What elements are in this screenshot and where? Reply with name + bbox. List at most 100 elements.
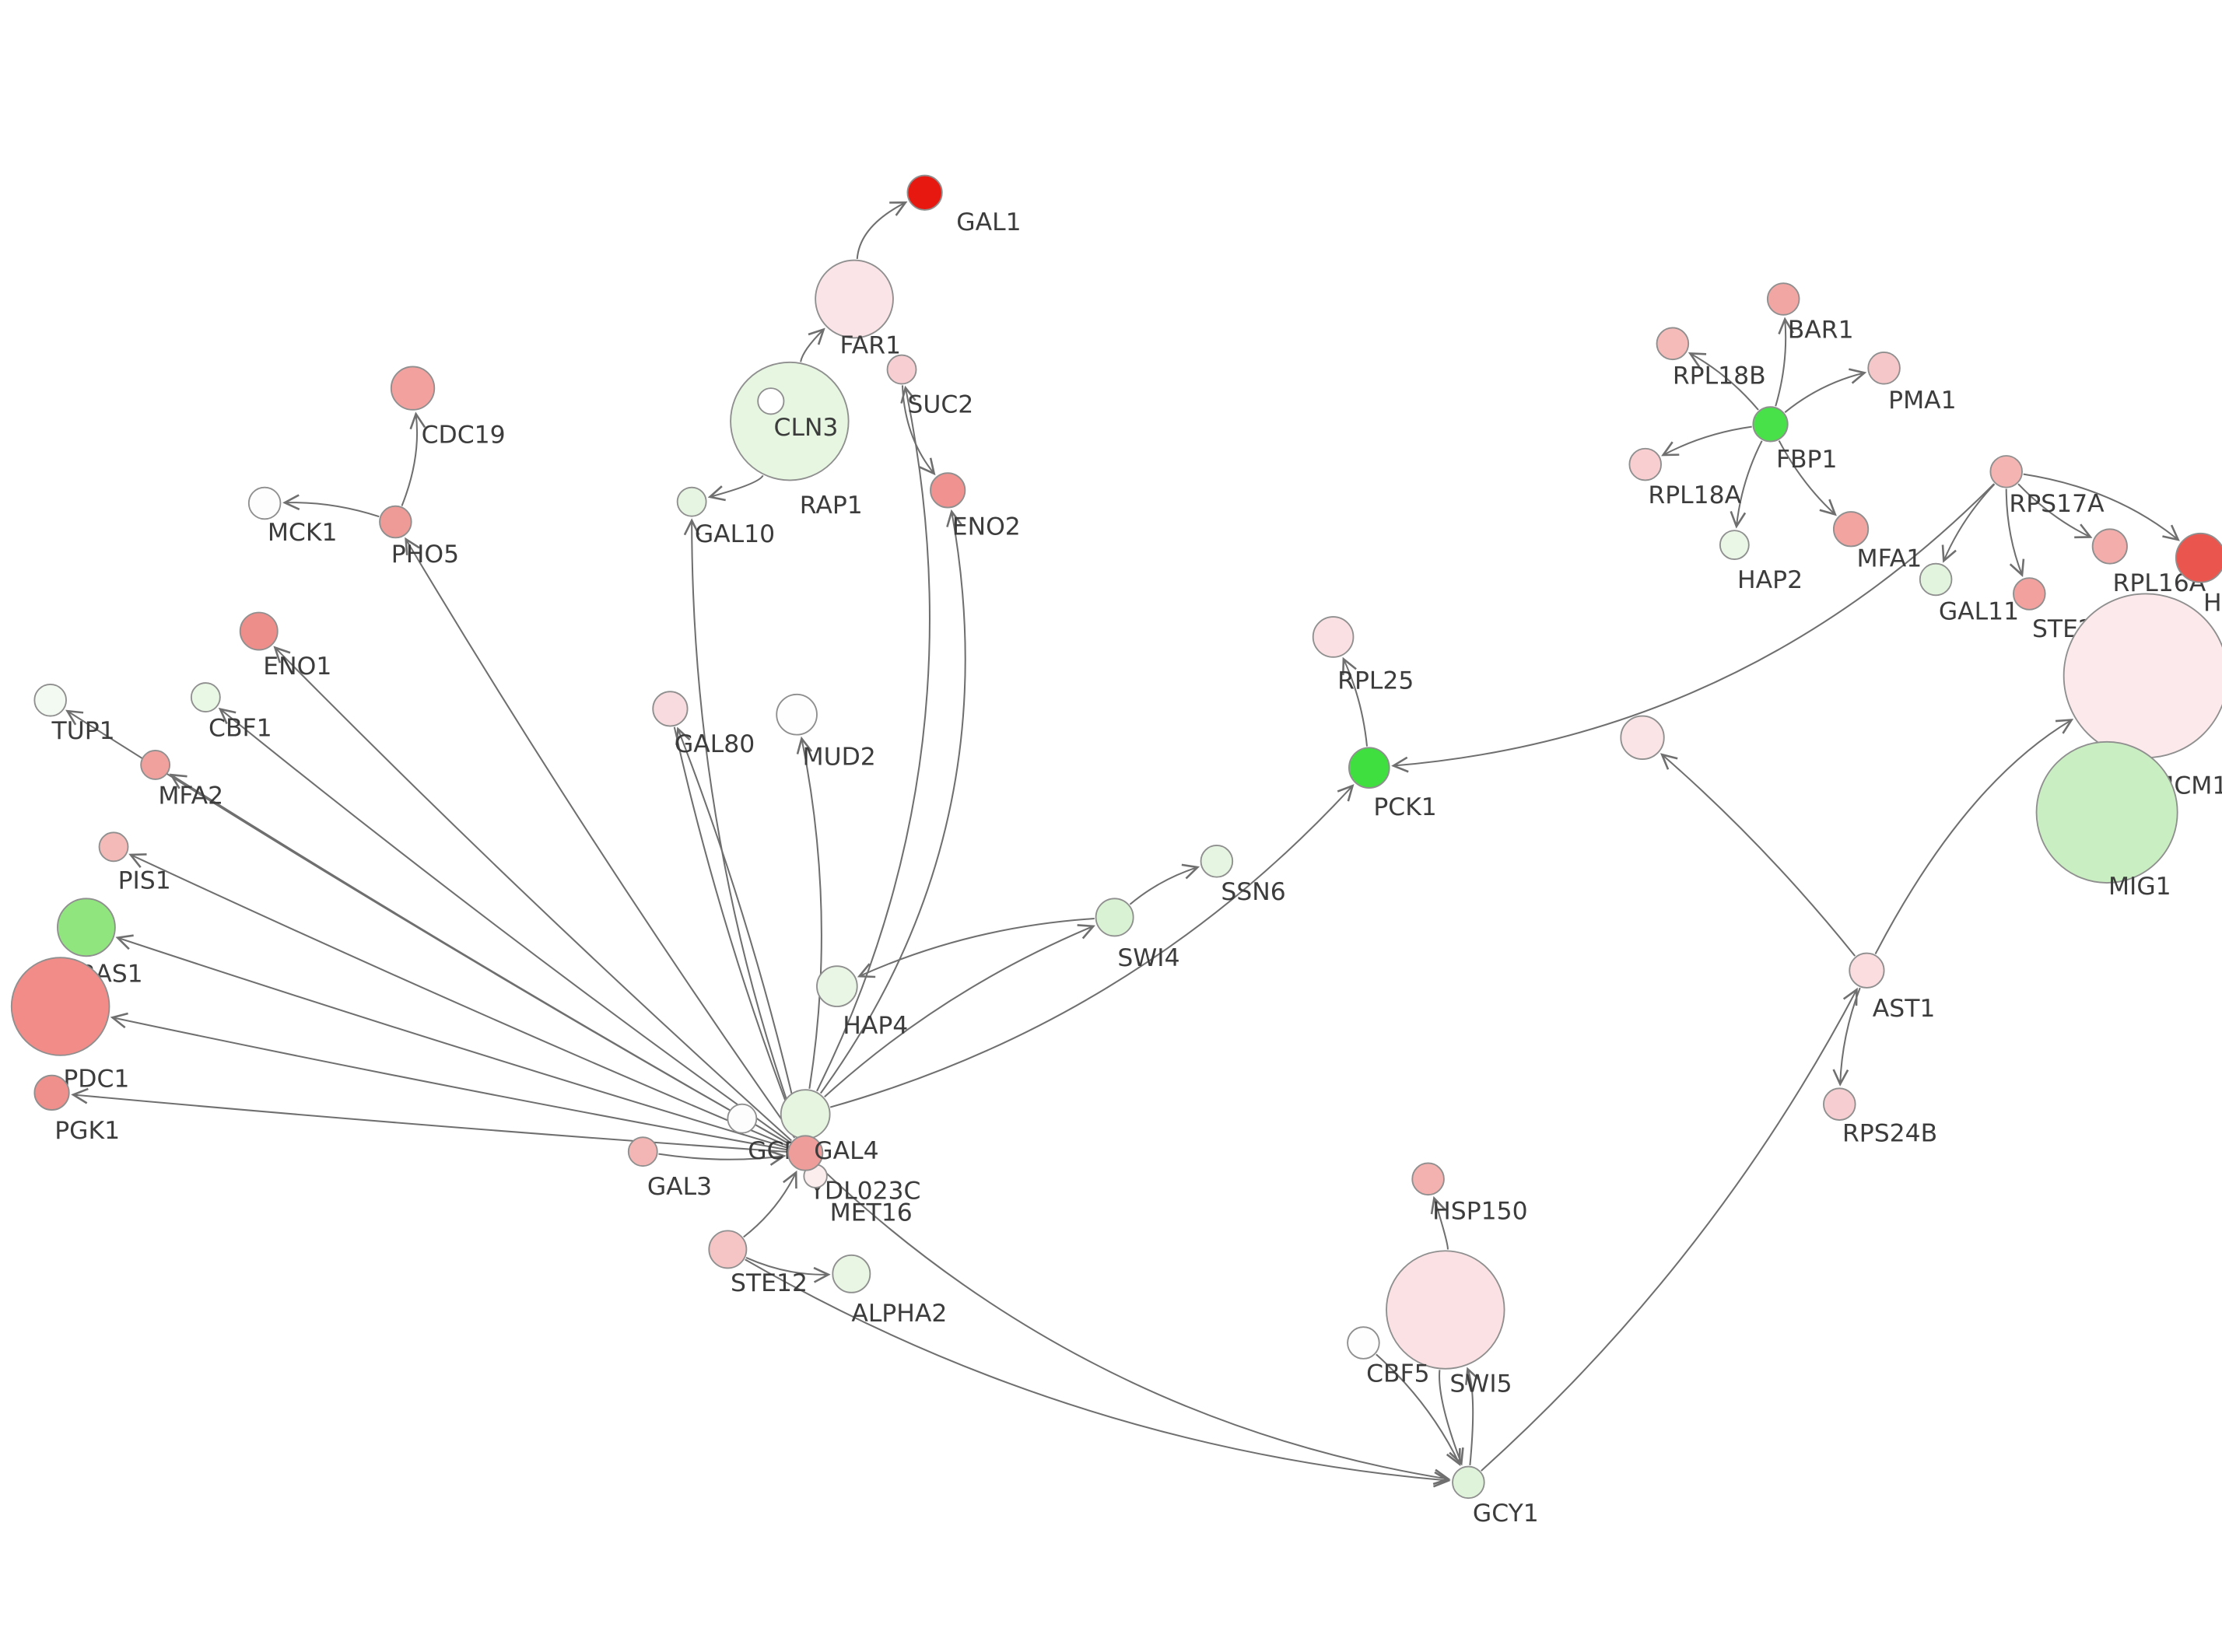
node-ast1[interactable]: AST1 bbox=[1849, 952, 1935, 1023]
edge-gcr1-mud2[interactable] bbox=[796, 736, 822, 1089]
edge-gal4-gal10[interactable] bbox=[683, 518, 801, 1136]
edge-rps17a-pck1[interactable] bbox=[1391, 483, 1995, 773]
node-circle-hap2[interactable] bbox=[1719, 530, 1750, 561]
node-eno2[interactable]: ENO2 bbox=[930, 472, 1021, 541]
node-circle-gal1[interactable] bbox=[906, 174, 943, 211]
edge-fbp1-mfa1[interactable] bbox=[1778, 440, 1837, 516]
node-gal10[interactable]: GAL10 bbox=[676, 486, 775, 548]
node-mck1[interactable]: MCK1 bbox=[247, 486, 338, 547]
edge-gal4-gcy1[interactable] bbox=[818, 1165, 1451, 1486]
node-circle-gal4[interactable] bbox=[787, 1135, 824, 1171]
node-rap1[interactable]: RAP1 bbox=[730, 361, 863, 520]
edge-ste12-alpha2[interactable] bbox=[745, 1257, 831, 1283]
node-circle-cbf1[interactable] bbox=[190, 682, 221, 712]
node-circle-mfa2[interactable] bbox=[140, 750, 171, 780]
node-circle-suc2[interactable] bbox=[886, 354, 917, 385]
edge-swi5-hsp150[interactable] bbox=[1430, 1195, 1449, 1250]
node-circle-ste12[interactable] bbox=[708, 1230, 748, 1269]
node-circle-gal10[interactable] bbox=[676, 486, 707, 517]
node-rpl18b[interactable]: RPL18B bbox=[1656, 327, 1766, 390]
node-eno1[interactable]: ENO1 bbox=[239, 611, 332, 681]
node-his4[interactable]: HIS4 bbox=[2175, 532, 2222, 618]
edge-rps17a-his4[interactable] bbox=[2023, 473, 2180, 541]
edge-gcr1-pck1[interactable] bbox=[829, 784, 1355, 1108]
edge-swi4-ssn6[interactable] bbox=[1129, 863, 1200, 905]
edge-gcy1-ast1[interactable] bbox=[1481, 987, 1858, 1472]
node-circle-mck1[interactable] bbox=[247, 486, 282, 520]
edge-gal80-gal4[interactable] bbox=[673, 726, 801, 1136]
node-alpha2[interactable]: ALPHA2 bbox=[832, 1254, 947, 1328]
edge-gal4-ras1[interactable] bbox=[115, 934, 788, 1149]
node-gal80[interactable]: GAL80 bbox=[652, 691, 755, 758]
node-circle-ast1[interactable] bbox=[1849, 952, 1885, 989]
node-circle-swi5[interactable] bbox=[1386, 1250, 1505, 1370]
node-circle-cdc19[interactable] bbox=[390, 366, 436, 411]
edge-rps17a-ste2[interactable] bbox=[2005, 488, 2025, 577]
edge-gal4-eno1[interactable] bbox=[273, 646, 792, 1142]
edge-pho5-cdc19[interactable] bbox=[401, 411, 426, 506]
edge-ast1-n1[interactable] bbox=[1659, 753, 1856, 957]
edge-gal4-pho5[interactable] bbox=[405, 537, 796, 1139]
node-circle-rps17a[interactable] bbox=[1989, 455, 2023, 488]
node-circle-gcr1[interactable] bbox=[780, 1089, 831, 1139]
node-circle-mud2[interactable] bbox=[776, 693, 818, 736]
node-gal4[interactable]: GAL4 bbox=[787, 1135, 879, 1171]
node-circle-bar1[interactable] bbox=[1766, 282, 1800, 316]
node-circle-alpha2[interactable] bbox=[832, 1254, 871, 1293]
node-circle-pis1[interactable] bbox=[98, 831, 129, 863]
node-circle-mig1[interactable] bbox=[2035, 740, 2178, 884]
node-bar1[interactable]: BAR1 bbox=[1766, 282, 1854, 344]
edge-fbp1-pma1[interactable] bbox=[1784, 368, 1867, 413]
node-circle-pdc1[interactable] bbox=[10, 957, 110, 1056]
node-gal11[interactable]: GAL11 bbox=[1919, 562, 2019, 626]
node-circle-ras1[interactable] bbox=[57, 898, 116, 957]
edge-gal4-cbf1[interactable] bbox=[218, 707, 791, 1143]
edge-gcr1-swi4[interactable] bbox=[824, 924, 1095, 1098]
node-cbf1[interactable]: CBF1 bbox=[190, 682, 272, 742]
node-hsp150[interactable]: HSP150 bbox=[1411, 1162, 1528, 1226]
node-circle-his4[interactable] bbox=[2175, 532, 2222, 583]
node-circle-tup1[interactable] bbox=[33, 683, 67, 717]
node-circle-mfa1[interactable] bbox=[1832, 511, 1870, 548]
node-rps24b[interactable]: RPS24B bbox=[1823, 1087, 1937, 1148]
edge-swi4-hap4[interactable] bbox=[857, 918, 1095, 978]
node-circle-gal11[interactable] bbox=[1919, 562, 1953, 597]
node-circle-eno2[interactable] bbox=[930, 472, 966, 509]
node-circle-ssn6[interactable] bbox=[1200, 845, 1234, 878]
node-pma1[interactable]: PMA1 bbox=[1867, 351, 1957, 415]
node-rps17a[interactable]: RPS17A bbox=[1989, 455, 2105, 518]
edge-gal3-gal4[interactable] bbox=[658, 1150, 787, 1166]
node-circle-hsp150[interactable] bbox=[1411, 1162, 1445, 1196]
node-circle-swi4[interactable] bbox=[1095, 898, 1134, 937]
node-circle-gal3[interactable] bbox=[627, 1136, 658, 1167]
node-swi4[interactable]: SWI4 bbox=[1095, 898, 1180, 972]
node-pho5[interactable]: PHO5 bbox=[379, 505, 459, 569]
edge-rps17a-rpl16a[interactable] bbox=[2017, 483, 2093, 539]
node-circle-rap1[interactable] bbox=[730, 361, 850, 481]
node-circle-cln3[interactable] bbox=[757, 387, 785, 415]
node-cdc19[interactable]: CDC19 bbox=[390, 366, 506, 449]
node-suc2[interactable]: SUC2 bbox=[886, 354, 974, 419]
node-circle-cbf5[interactable] bbox=[1347, 1326, 1380, 1360]
node-far1[interactable]: FAR1 bbox=[815, 259, 901, 360]
edge-ast1-mcm1[interactable] bbox=[1874, 719, 2074, 954]
node-pis1[interactable]: PIS1 bbox=[98, 831, 171, 894]
node-circle-pgk1[interactable] bbox=[33, 1074, 70, 1111]
node-circle-rpl25[interactable] bbox=[1312, 616, 1355, 658]
edge-pck1-rpl25[interactable] bbox=[1342, 656, 1369, 747]
node-circle-pho5[interactable] bbox=[379, 505, 412, 539]
node-circle-rps24b[interactable] bbox=[1823, 1087, 1856, 1121]
node-circle-ste2[interactable] bbox=[2013, 577, 2046, 611]
node-circle-ydl023c[interactable] bbox=[727, 1103, 758, 1134]
node-circle-pck1[interactable] bbox=[1348, 747, 1390, 789]
node-hap2[interactable]: HAP2 bbox=[1719, 530, 1803, 594]
node-gal1[interactable]: GAL1 bbox=[906, 174, 1022, 236]
edge-gcy1-swi5[interactable] bbox=[1465, 1367, 1481, 1465]
edge-gcr1-eno2[interactable] bbox=[819, 509, 966, 1094]
node-fbp1[interactable]: FBP1 bbox=[1752, 406, 1837, 474]
node-mud2[interactable]: MUD2 bbox=[776, 693, 876, 772]
edge-gal4-pdc1[interactable] bbox=[110, 1012, 787, 1151]
node-circle-pma1[interactable] bbox=[1867, 351, 1901, 385]
node-swi5[interactable]: SWI5 bbox=[1386, 1250, 1512, 1398]
node-circle-rpl16a[interactable] bbox=[2091, 528, 2128, 565]
